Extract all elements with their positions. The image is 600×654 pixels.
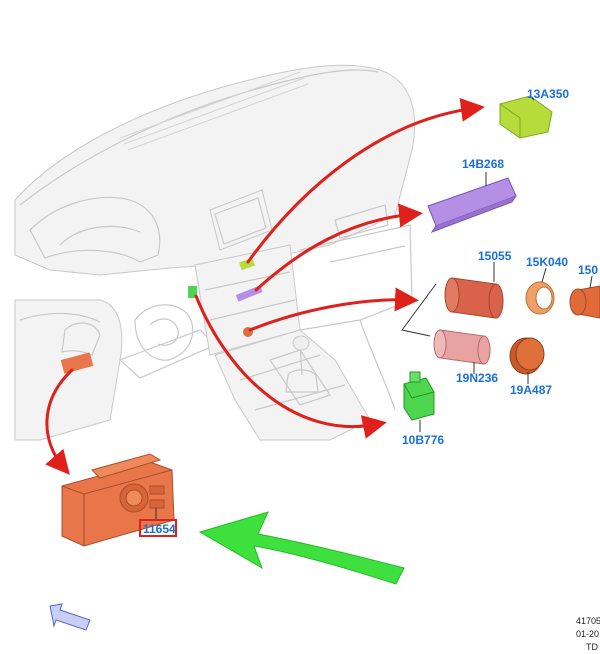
label-1505x: 150 — [578, 263, 598, 277]
part-15055: 15055 — [444, 249, 512, 319]
view-direction-arrow-icon — [49, 603, 91, 631]
callout-arrow-14b268 — [254, 203, 423, 292]
part-13a350: 13A350 — [499, 87, 569, 139]
green-pointer-arrow — [198, 511, 405, 585]
reference-line-2: 01-20 — [576, 629, 599, 639]
label-11654[interactable]: 11654 — [143, 522, 176, 536]
part-14b268: 14B268 — [427, 157, 517, 234]
label-15k040: 15K040 — [526, 255, 568, 269]
defroster-vent — [119, 71, 309, 151]
highlight-box-11654 — [139, 519, 177, 537]
dashboard-illustration — [14, 64, 416, 441]
variant-bracket — [401, 283, 437, 337]
callout-arrows — [45, 97, 485, 475]
callout-arrow-11654 — [45, 368, 74, 475]
reference-line-1: 41705 — [576, 616, 600, 626]
part-19n236: 19N236 — [433, 329, 498, 385]
part-19a487: 19A487 — [509, 337, 552, 397]
reference-line-3: TD — [586, 642, 598, 652]
part-1505x-shape — [569, 288, 587, 316]
part-19a487-shape — [515, 337, 545, 371]
label-14b268: 14B268 — [462, 157, 504, 171]
part-15055-shape — [488, 283, 504, 319]
callout-arrow-13a350 — [246, 97, 485, 264]
label-19a487: 19A487 — [510, 383, 552, 397]
part-10b776-shape — [403, 377, 435, 421]
part-13a350-shape — [499, 95, 553, 139]
reference-code: 41705 01-20 TD — [576, 616, 600, 652]
gear-shifter — [285, 335, 319, 393]
label-15055: 15055 — [478, 249, 512, 263]
label-10b776: 10B776 — [402, 433, 444, 447]
label-13a350: 13A350 — [527, 87, 569, 101]
callout-arrow-10b776 — [194, 294, 387, 439]
part-10b776: 10B776 — [402, 371, 444, 447]
callout-arrow-15055 — [248, 287, 419, 332]
part-19n236-shape — [477, 335, 491, 365]
part-15k040: 15K040 — [525, 255, 568, 315]
part-11654: 11654 — [61, 453, 177, 547]
part-1505x: 150 — [569, 263, 600, 319]
label-19n236: 19N236 — [456, 371, 498, 385]
